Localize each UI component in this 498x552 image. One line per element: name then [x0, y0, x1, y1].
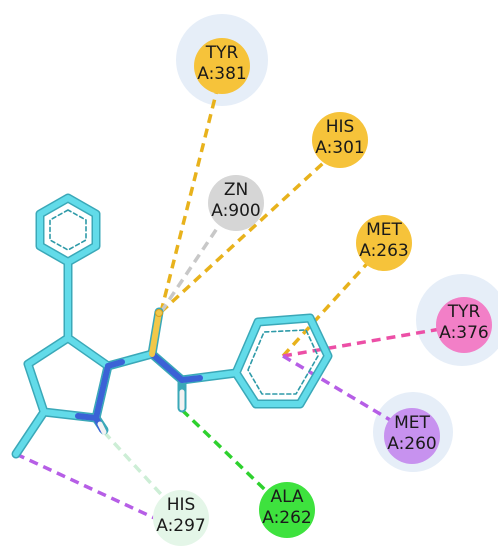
- residue-number: A:263: [359, 241, 409, 261]
- residue-his297: HIS A:297: [153, 490, 209, 546]
- residue-number: A:260: [387, 434, 437, 454]
- line-his301: [159, 141, 347, 314]
- residue-number: A:376: [439, 323, 489, 343]
- line-tyr381: [159, 69, 224, 313]
- residue-ala262: ALA A:262: [259, 482, 315, 538]
- residue-name: MET: [394, 413, 430, 433]
- residue-tyr381: TYR A:381: [194, 38, 250, 94]
- residue-number: A:381: [197, 64, 247, 84]
- residue-number: A:900: [211, 201, 261, 221]
- residue-met260: MET A:260: [384, 408, 440, 464]
- residue-name: MET: [366, 220, 402, 240]
- residue-name: ALA: [270, 487, 303, 507]
- line-tyr376: [282, 323, 465, 358]
- residue-name: ZN: [224, 180, 248, 200]
- residue-name: TYR: [447, 302, 481, 322]
- line-his297-alkyl: [15, 452, 177, 530]
- residue-his301: HIS A:301: [312, 112, 368, 168]
- residue-number: A:262: [262, 508, 312, 528]
- residue-met263: MET A:263: [356, 215, 412, 271]
- residue-zn900: ZN A:900: [208, 175, 264, 231]
- residue-name: HIS: [326, 117, 355, 137]
- residue-number: A:297: [156, 516, 206, 536]
- residue-name: HIS: [167, 495, 196, 515]
- residue-tyr376: TYR A:376: [436, 297, 492, 353]
- residue-discs: TYR A:381 HIS A:301 ZN A:900 MET A:263 T…: [153, 38, 492, 546]
- residue-name: TYR: [205, 43, 239, 63]
- ligand-molecule: [11, 193, 333, 459]
- residue-number: A:301: [315, 138, 365, 158]
